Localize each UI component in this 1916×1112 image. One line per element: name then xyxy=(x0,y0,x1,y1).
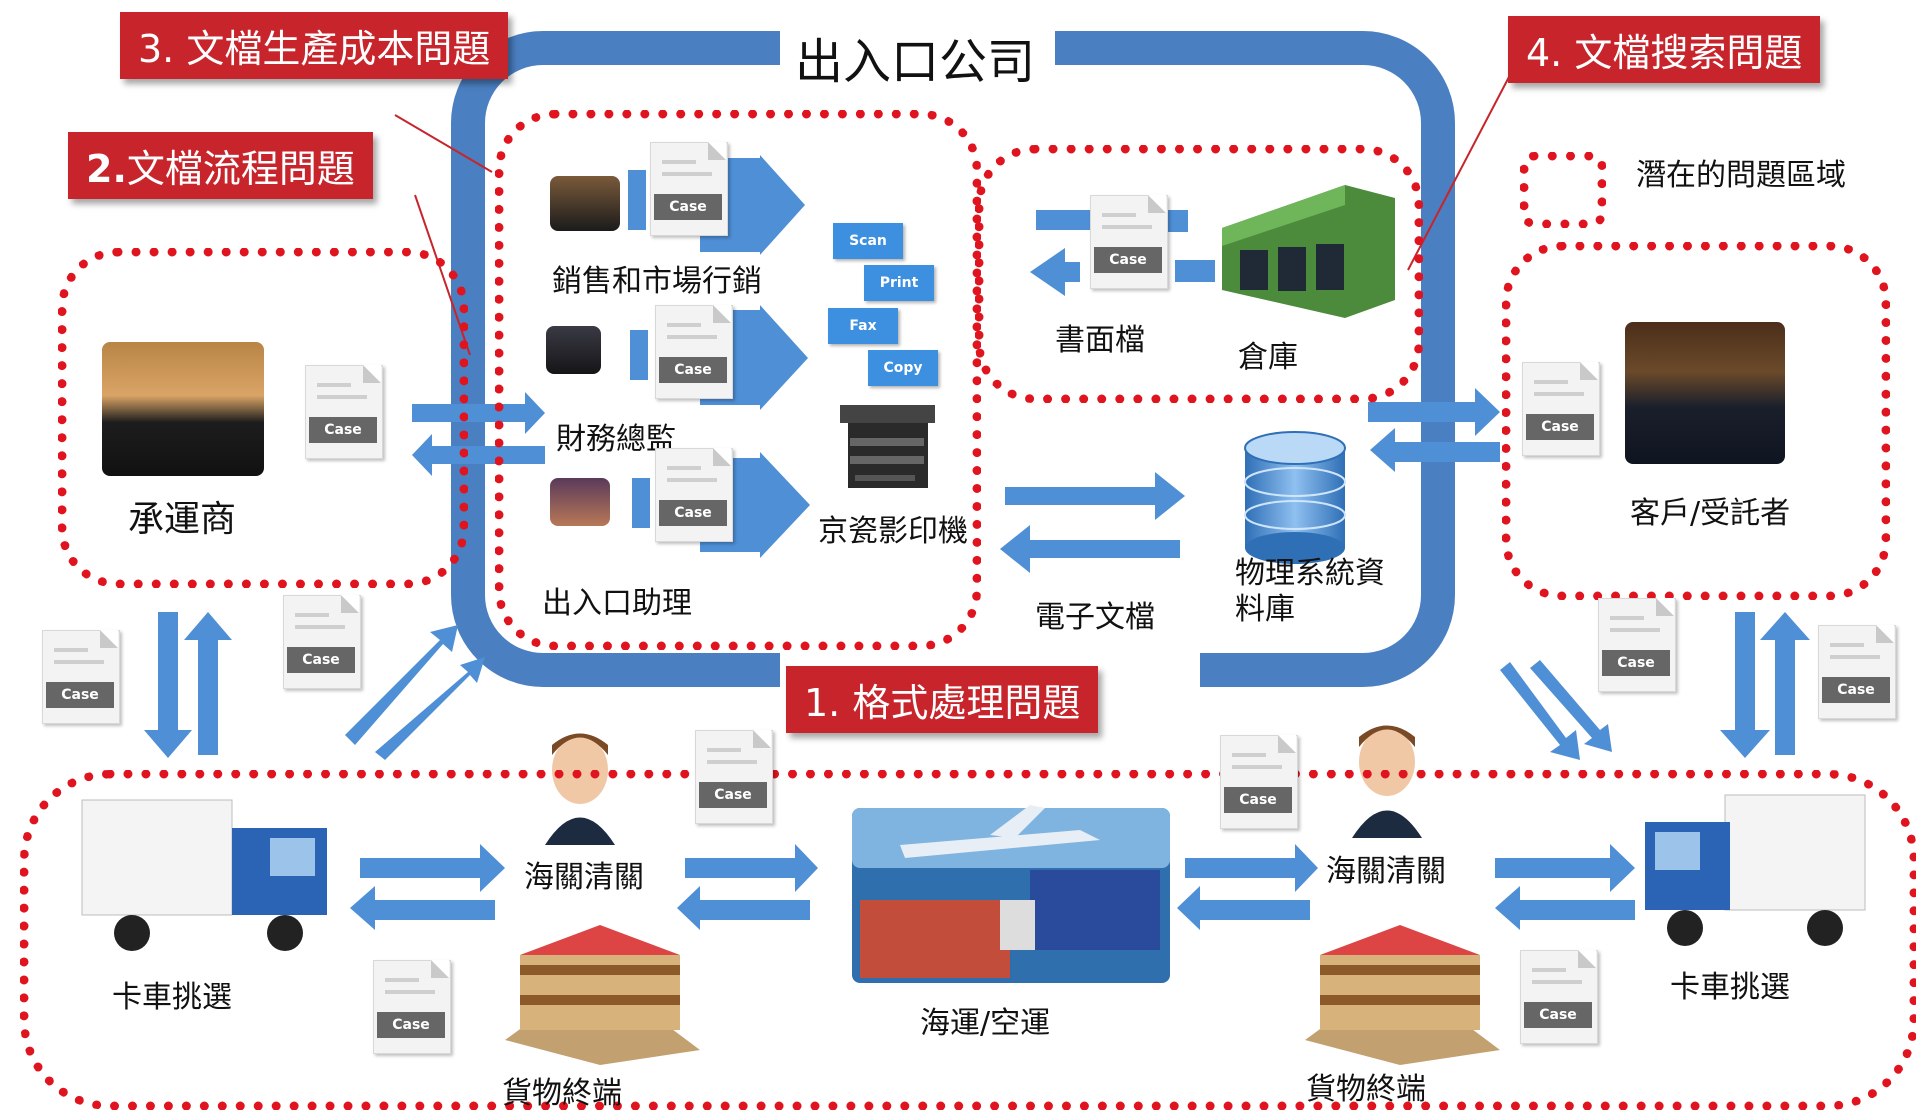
customs-officer-left-icon xyxy=(545,733,615,845)
copier-icon xyxy=(840,405,935,488)
tag-copy: Copy xyxy=(868,350,938,386)
label-sales: 銷售和市場行銷 xyxy=(552,264,762,299)
case-document: Case xyxy=(1818,625,1896,719)
callout-format-problem: 1. 格式處理問題 xyxy=(786,666,1099,733)
callout-cost-problem: 3. 文檔生產成本問題 xyxy=(120,12,509,79)
case-document: Case xyxy=(1598,598,1676,692)
zone-warehouse xyxy=(975,145,1423,403)
label-warehouse: 倉庫 xyxy=(1238,340,1298,375)
label-terminal-right: 貨物終端 xyxy=(1306,1072,1426,1107)
tag-fax: Fax xyxy=(828,308,898,344)
sales-photo xyxy=(550,176,620,231)
customer-photo xyxy=(1625,322,1785,464)
zone-company-staff xyxy=(495,110,981,650)
case-document: Case xyxy=(1520,950,1598,1044)
case-document: Case xyxy=(655,305,733,399)
label-truck-left: 卡車挑選 xyxy=(112,980,232,1015)
label-e-docs: 電子文檔 xyxy=(1035,600,1155,635)
database-icon xyxy=(1244,431,1346,564)
customs-officer-right-icon xyxy=(1352,725,1422,838)
case-document: Case xyxy=(283,595,361,689)
case-document: Case xyxy=(1220,735,1298,829)
case-document: Case xyxy=(1090,195,1168,289)
callout-search-problem: 4. 文檔搜索問題 xyxy=(1508,16,1821,83)
legend-label: 潛在的問題區域 xyxy=(1636,158,1846,193)
label-terminal-left: 貨物終端 xyxy=(502,1076,622,1111)
callout-flow-text: 文檔流程問題 xyxy=(126,147,355,191)
cargo-terminal-right-icon xyxy=(1305,925,1500,1065)
carrier-photo xyxy=(102,342,264,476)
cargo-terminal-left-icon xyxy=(505,925,700,1065)
assistant-photo xyxy=(550,478,610,526)
label-paper-file: 書面檔 xyxy=(1055,323,1145,358)
label-copier: 京瓷影印機 xyxy=(818,514,968,549)
case-document: Case xyxy=(650,142,728,236)
warehouse-icon xyxy=(1222,185,1395,318)
tag-print: Print xyxy=(864,265,934,301)
zone-customer xyxy=(1502,242,1890,600)
zone-carrier xyxy=(58,248,468,588)
case-document: Case xyxy=(373,960,451,1054)
finance-photo xyxy=(546,326,601,374)
callout-flow-problem: 2.文檔流程問題 xyxy=(68,132,373,199)
case-document: Case xyxy=(695,730,773,824)
callout-flow-number: 2. xyxy=(86,147,127,191)
label-truck-right: 卡車挑選 xyxy=(1670,970,1790,1005)
label-database: 物理系統資料庫 xyxy=(1235,556,1385,627)
label-customs-left: 海關清關 xyxy=(524,860,644,895)
label-carrier: 承運商 xyxy=(128,499,237,540)
case-document: Case xyxy=(305,365,383,459)
transport-image xyxy=(852,805,1170,983)
zone-logistics xyxy=(20,770,1916,1110)
company-title: 出入口公司 xyxy=(795,34,1036,90)
legend-zone-swatch xyxy=(1520,152,1606,228)
label-assistant: 出入口助理 xyxy=(542,586,692,621)
case-document: Case xyxy=(42,630,120,724)
tag-scan: Scan xyxy=(833,223,903,259)
label-customer: 客戶/受託者 xyxy=(1630,496,1791,531)
label-transport: 海運/空運 xyxy=(920,1006,1051,1041)
label-customs-right: 海關清關 xyxy=(1326,854,1446,889)
case-document: Case xyxy=(1522,362,1600,456)
case-document: Case xyxy=(655,448,733,542)
